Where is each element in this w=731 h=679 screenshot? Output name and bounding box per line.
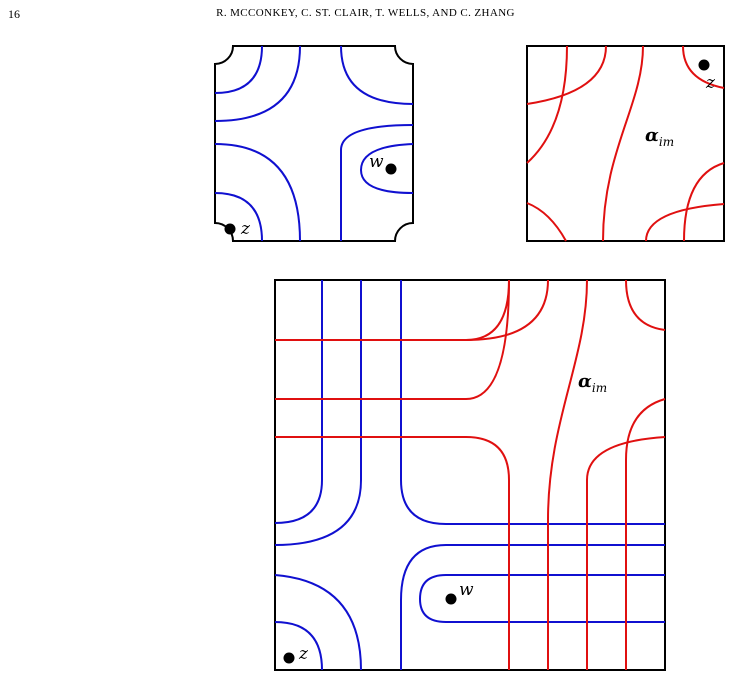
bottom-w-label: w (459, 580, 474, 600)
bottom-w-dot (445, 593, 457, 605)
top-left-z-label: z (240, 219, 251, 239)
bottom-panel: w z αim (274, 279, 666, 671)
top-right-z-label: z (705, 73, 716, 93)
bottom-z-label: z (298, 644, 309, 664)
bottom-panel-outline (274, 279, 666, 671)
top-right-panel-outline (526, 45, 725, 242)
top-left-z-dot (224, 223, 236, 235)
running-header: R. MCCONKEY, C. ST. CLAIR, T. WELLS, AND… (216, 7, 515, 19)
top-left-w-label: w (369, 152, 384, 172)
top-left-panel-outline (214, 45, 414, 242)
top-left-panel: w z (214, 45, 414, 242)
top-right-red-curves (526, 45, 725, 242)
bottom-z-dot (283, 652, 295, 664)
top-left-blue-curves (214, 45, 414, 242)
top-right-z-dot (698, 59, 710, 71)
bottom-red-curves (275, 279, 666, 670)
top-left-w-dot (385, 163, 397, 175)
top-right-panel: z αim (526, 45, 725, 242)
bottom-blue-curves (274, 280, 665, 671)
page-number: 16 (8, 7, 20, 21)
bottom-alpha-label: αim (578, 371, 607, 395)
top-right-alpha-label: αim (645, 125, 674, 149)
